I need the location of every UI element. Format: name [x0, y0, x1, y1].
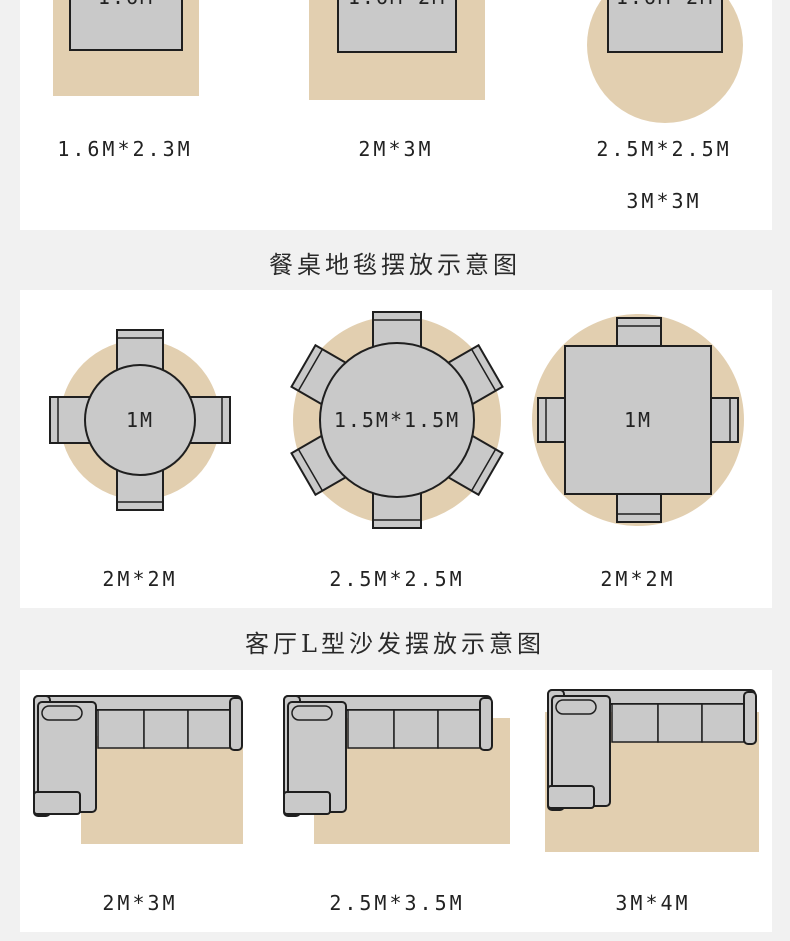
table-label: 1.5M*1.5M [334, 408, 460, 432]
living-room-heading: 客厅L型沙发摆放示意图 [245, 630, 545, 658]
dining-rug-panel: 1M 1.5M*1.5M [20, 290, 772, 608]
dining-rug-diagram: 1M 1.5M*1.5M [49, 311, 744, 529]
size-label-alt: 3M*3M [626, 189, 702, 213]
size-label: 2M*3M [102, 891, 178, 915]
sofa-set [283, 695, 510, 844]
size-label: 2M*3M [358, 137, 434, 161]
bed-1 [69, 0, 183, 51]
bed-2-label: 1.6M*2M [348, 0, 446, 9]
size-label: 3M*4M [615, 891, 691, 915]
bedroom-rug-panel: 1.6M 1.6M*2M 1.6M*2M 1.6M*2.3M 2M*3M 2.5… [20, 0, 772, 230]
round-table [84, 364, 196, 476]
sofa-set [545, 689, 759, 852]
size-label: 2.5M*3.5M [329, 891, 465, 915]
bed-3-label: 1.6M*2M [616, 0, 714, 9]
size-label: 2.5M*2.5M [596, 137, 732, 161]
round-table [319, 342, 475, 498]
size-label: 1.6M*2.3M [57, 137, 193, 161]
dining-rug-heading: 餐桌地毯摆放示意图 [269, 251, 521, 279]
size-label: 2.5M*2.5M [329, 567, 465, 591]
rug-rect [81, 736, 243, 844]
sofa-rug-diagram [33, 689, 759, 852]
size-label: 2M*2M [600, 567, 676, 591]
table-label: 1M [624, 408, 652, 432]
square-table [564, 345, 712, 495]
size-label: 2M*2M [102, 567, 178, 591]
bed-1-label: 1.6M [98, 0, 154, 9]
bed-3 [607, 0, 723, 53]
sofa-set [33, 695, 243, 844]
sofa-rug-panel: 2M*3M 2.5M*3.5M 3M*4M [20, 670, 772, 932]
bed-2 [337, 0, 457, 53]
table-label: 1M [126, 408, 154, 432]
bedroom-rug-diagram: 1.6M 1.6M*2M 1.6M*2M [53, 0, 743, 123]
